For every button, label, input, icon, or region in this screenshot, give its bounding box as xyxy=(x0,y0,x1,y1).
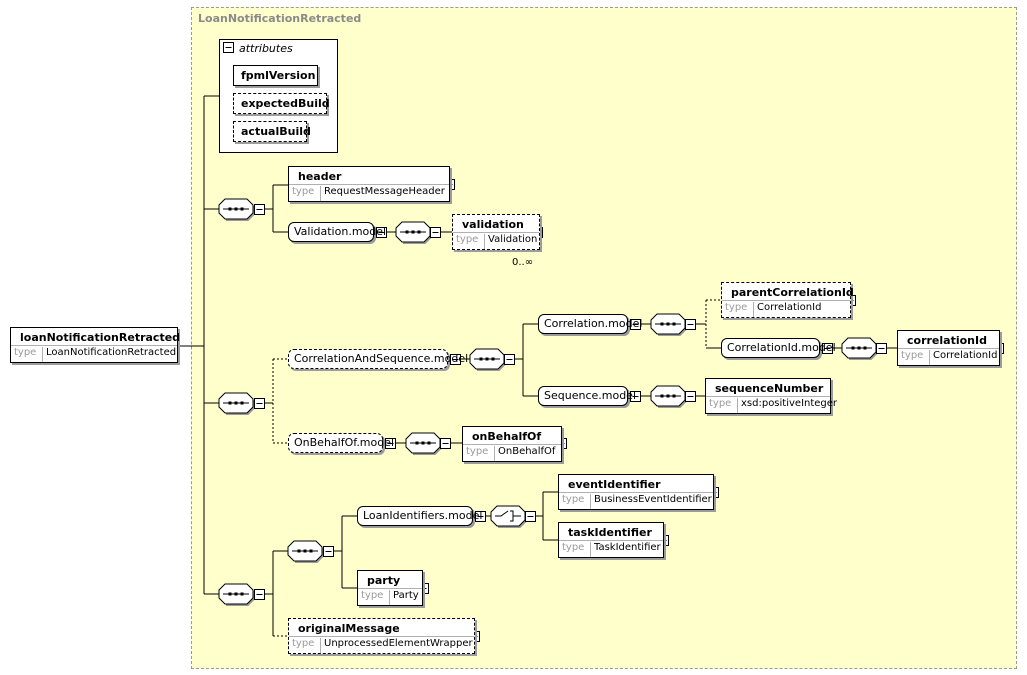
element-type: UnprocessedElementWrapper xyxy=(320,638,473,653)
type-key: type xyxy=(901,350,924,361)
element-eventidentifier[interactable]: eventIdentifier type BusinessEventIdentif… xyxy=(558,474,714,510)
collapse-icon[interactable] xyxy=(323,546,334,557)
element-sequencenumber[interactable]: sequenceNumber type xsd:positiveInteger xyxy=(705,378,837,414)
element-type-row: type OnBehalfOf xyxy=(463,444,561,461)
element-originalmessage[interactable]: originalMessage type UnprocessedElementWr… xyxy=(288,618,475,654)
collapse-icon[interactable] xyxy=(525,511,536,522)
element-type-row: type CorrelationId xyxy=(722,300,850,317)
sequence-compositor-icon[interactable] xyxy=(218,583,255,606)
sequence-compositor-icon[interactable] xyxy=(650,313,687,336)
collapse-icon[interactable] xyxy=(685,319,696,330)
sequence-compositor-icon[interactable] xyxy=(405,432,442,455)
occurrence-label: 0..∞ xyxy=(512,257,534,268)
sequence-compositor-icon[interactable] xyxy=(650,385,687,408)
collapse-icon[interactable] xyxy=(475,511,486,522)
attribute-fpmlversion[interactable]: fpmlVersion xyxy=(233,65,318,86)
element-validation[interactable]: validation type Validation xyxy=(452,214,540,250)
type-key: type xyxy=(466,446,489,457)
collapse-icon[interactable] xyxy=(450,354,461,365)
element-type-row: type Validation xyxy=(453,232,539,249)
element-name: loanNotificationRetracted xyxy=(20,331,181,344)
element-type: CorrelationId xyxy=(753,302,821,317)
sequence-compositor-icon[interactable] xyxy=(841,337,878,360)
collapse-icon[interactable] xyxy=(822,343,833,354)
sequence-compositor-icon[interactable] xyxy=(395,221,432,244)
collapse-icon[interactable] xyxy=(876,343,887,354)
type-key: type xyxy=(292,638,315,649)
collapse-attributes-icon[interactable] xyxy=(223,42,234,53)
attributes-header: attributes xyxy=(239,42,293,55)
element-type-row: type CorrelationId xyxy=(898,348,999,365)
sequence-compositor-icon[interactable] xyxy=(218,392,255,415)
element-name: correlationId xyxy=(907,334,987,347)
type-key: type xyxy=(14,347,37,358)
element-type: xsd:positiveInteger xyxy=(737,398,837,413)
type-key: type xyxy=(709,398,732,409)
element-parentcorrelationid[interactable]: parentCorrelationId type CorrelationId xyxy=(721,282,854,318)
element-type: OnBehalfOf xyxy=(494,446,555,461)
sequence-compositor-icon[interactable] xyxy=(218,198,255,221)
collapse-icon[interactable] xyxy=(685,391,696,402)
type-key: type xyxy=(725,302,748,313)
group-sequence-model[interactable]: Sequence.model xyxy=(538,386,636,406)
element-type-row: type BusinessEventIdentifier xyxy=(559,492,713,509)
element-type: CorrelationId xyxy=(929,350,997,365)
type-key: type xyxy=(292,186,315,197)
element-name: party xyxy=(367,574,401,587)
collapse-icon[interactable] xyxy=(254,204,265,215)
collapse-icon[interactable] xyxy=(385,438,396,449)
group-loanidentifiers-model[interactable]: LoanIdentifiers.model xyxy=(357,506,482,526)
element-type-row: type RequestMessageHeader xyxy=(289,184,449,201)
choice-compositor-icon[interactable] xyxy=(490,505,527,528)
collapse-icon[interactable] xyxy=(630,391,641,402)
type-key: type xyxy=(562,542,585,553)
element-type: RequestMessageHeader xyxy=(320,186,445,201)
root-element-loannotificationretracted[interactable]: loanNotificationRetracted type LoanNotifi… xyxy=(10,327,181,363)
type-key: type xyxy=(361,590,384,601)
element-correlationid[interactable]: correlationId type CorrelationId xyxy=(897,330,1000,366)
collapse-icon[interactable] xyxy=(376,227,387,238)
collapse-icon[interactable] xyxy=(254,589,265,600)
element-type-row: type Party xyxy=(358,588,422,605)
attribute-actualbuild[interactable]: actualBuild xyxy=(233,121,311,142)
element-type-row: type LoanNotificationRetracted xyxy=(11,345,177,362)
element-name: header xyxy=(298,170,342,183)
collapse-icon[interactable] xyxy=(630,319,641,330)
element-party[interactable]: party type Party xyxy=(357,570,423,606)
element-onbehalfof[interactable]: onBehalfOf type OnBehalfOf xyxy=(462,426,562,462)
element-name: eventIdentifier xyxy=(568,478,661,491)
type-key: type xyxy=(456,234,479,245)
type-key: type xyxy=(562,494,585,505)
collapse-icon[interactable] xyxy=(254,398,265,409)
element-name: onBehalfOf xyxy=(472,430,542,443)
element-header[interactable]: header type RequestMessageHeader xyxy=(288,166,450,202)
element-name: parentCorrelationId xyxy=(731,286,854,299)
attribute-expectedbuild[interactable]: expectedBuild xyxy=(233,93,330,114)
element-name: sequenceNumber xyxy=(715,382,824,395)
group-correlationandsequence-model[interactable]: CorrelationAndSequence.model xyxy=(288,349,468,369)
element-type-row: type UnprocessedElementWrapper xyxy=(289,636,474,653)
group-onbehalfof-model[interactable]: OnBehalfOf.model xyxy=(288,433,394,453)
element-type: BusinessEventIdentifier xyxy=(590,494,712,509)
element-type-row: type TaskIdentifier xyxy=(559,540,663,557)
collapse-icon[interactable] xyxy=(440,438,451,449)
collapse-icon[interactable] xyxy=(504,354,515,365)
sequence-compositor-icon[interactable] xyxy=(287,540,324,563)
element-name: validation xyxy=(462,218,524,231)
group-correlation-model[interactable]: Correlation.model xyxy=(538,314,642,334)
element-type: Validation xyxy=(484,234,537,249)
collapse-icon[interactable] xyxy=(430,227,441,238)
element-name: originalMessage xyxy=(298,622,400,635)
element-type-row: type xsd:positiveInteger xyxy=(706,396,837,413)
element-type: LoanNotificationRetracted xyxy=(42,347,176,362)
element-taskidentifier[interactable]: taskIdentifier type TaskIdentifier xyxy=(558,522,664,558)
panel-title: LoanNotificationRetracted xyxy=(198,12,362,25)
element-type: TaskIdentifier xyxy=(590,542,661,557)
sequence-compositor-icon[interactable] xyxy=(469,348,506,371)
group-correlationid-model[interactable]: CorrelationId.model xyxy=(721,338,836,358)
element-name: taskIdentifier xyxy=(568,526,652,539)
group-validation-model[interactable]: Validation.model xyxy=(288,222,386,242)
element-type: Party xyxy=(389,590,419,605)
